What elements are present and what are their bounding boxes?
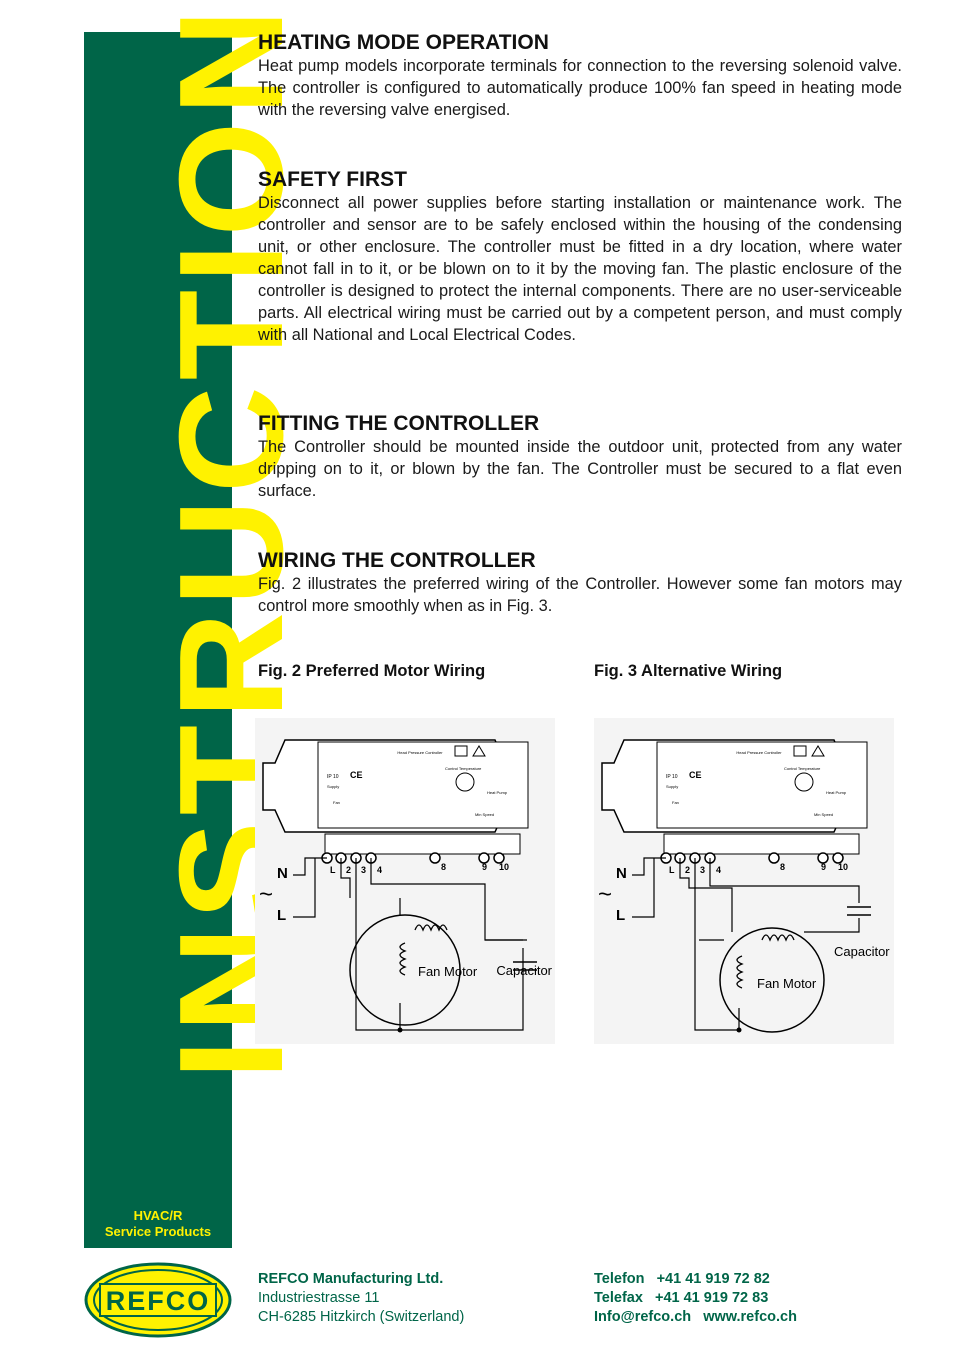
section-heating: HEATING MODE OPERATION Heat pump models … — [258, 31, 902, 121]
tagline-line-2: Service Products — [104, 1224, 212, 1239]
footer-address: REFCO Manufacturing Ltd. Industriestrass… — [258, 1270, 464, 1327]
capacitor-icon — [847, 906, 871, 916]
terminal-9: 9 — [821, 862, 826, 872]
terminal-L: L — [330, 865, 336, 875]
device-heat: Heat Pump — [826, 790, 847, 795]
terminal-3: 3 — [700, 865, 705, 875]
terminal-3: 3 — [361, 865, 366, 875]
device-supply: Supply — [666, 784, 678, 789]
terminal-2: 2 — [685, 865, 690, 875]
body-fitting: The Controller should be mounted inside … — [258, 438, 902, 500]
logo-text: REFCO — [106, 1286, 211, 1316]
device-fan: Fan — [333, 800, 340, 805]
terminal-2: 2 — [346, 865, 351, 875]
terminal-8: 8 — [441, 862, 446, 872]
fig2-wiring-diagram: Head Pressure Controller IP 10 CE Contro… — [255, 718, 555, 1044]
city: CH-6285 Hitzkirch (Switzerland) — [258, 1309, 465, 1325]
terminal-10: 10 — [499, 862, 509, 872]
device-temp: Control Temperature — [445, 766, 482, 771]
wires — [632, 857, 860, 1031]
fax: Telefax +41 41 919 72 83 — [594, 1290, 769, 1306]
terminal-L: L — [669, 865, 675, 875]
company-name: REFCO Manufacturing Ltd. — [258, 1271, 444, 1287]
terminal-4: 4 — [377, 865, 382, 875]
device-title: Head Pressure Controller — [397, 750, 443, 755]
device-ip: IP 10 — [327, 774, 339, 780]
footer-contact: Telefon +41 41 919 72 82 Telefax +41 41 … — [594, 1270, 797, 1327]
heading-heating: HEATING MODE OPERATION — [258, 31, 549, 54]
section-safety: SAFETY FIRST Disconnect all power suppli… — [258, 168, 902, 346]
tagline: HVAC/R Service Products — [84, 1208, 232, 1240]
capacitor-label: Capacitor — [496, 963, 552, 978]
neutral-label: N — [277, 865, 288, 882]
fig2-caption: Fig. 2 Preferred Motor Wiring — [258, 662, 486, 680]
manual-icon — [793, 745, 807, 757]
fig3-caption: Fig. 3 Alternative Wiring — [594, 662, 783, 680]
device-ip: IP 10 — [666, 774, 678, 780]
warning-icon — [811, 745, 825, 757]
fig3-wiring-diagram: Head Pressure Controller IP 10 CE Contro… — [594, 718, 894, 1044]
live-label: L — [616, 907, 625, 924]
device-min: Min Speed — [475, 812, 494, 817]
heading-wiring: WIRING THE CONTROLLER — [258, 549, 536, 572]
terminal-block — [663, 833, 860, 855]
capacitor-icon — [513, 961, 537, 971]
web-links[interactable]: Info@refco.ch www.refco.ch — [594, 1309, 797, 1325]
device-min: Min Speed — [814, 812, 833, 817]
terminal-9: 9 — [482, 862, 487, 872]
device-title: Head Pressure Controller — [736, 750, 782, 755]
terminal-10: 10 — [838, 862, 848, 872]
fan-motor-icon — [349, 914, 461, 1026]
warning-icon — [472, 745, 486, 757]
device-fan: Fan — [672, 800, 679, 805]
heading-safety: SAFETY FIRST — [258, 168, 407, 191]
temp-dial-icon — [794, 772, 814, 792]
controller-label-panel — [317, 741, 529, 829]
sidebar-band — [84, 32, 232, 1248]
device-heat: Heat Pump — [487, 790, 508, 795]
temp-dial-icon — [455, 772, 475, 792]
manual-icon — [454, 745, 468, 757]
street: Industriestrasse 11 — [258, 1290, 380, 1306]
ac-symbol: ~ — [259, 881, 273, 908]
tagline-line-1: HVAC/R — [133, 1208, 183, 1223]
terminal-4: 4 — [716, 865, 721, 875]
capacitor-label: Capacitor — [834, 944, 890, 959]
live-label: L — [277, 907, 286, 924]
device-ce: CE — [350, 770, 363, 780]
motor-label: Fan Motor — [418, 964, 478, 979]
controller-label-panel — [656, 741, 868, 829]
section-fitting: FITTING THE CONTROLLER The Controller sh… — [258, 412, 902, 502]
refco-logo: REFCO — [84, 1262, 232, 1338]
body-wiring: Fig. 2 illustrates the preferred wiring … — [258, 575, 902, 615]
motor-label: Fan Motor — [757, 976, 817, 991]
body-heating: Heat pump models incorporate terminals f… — [258, 57, 902, 119]
ac-symbol: ~ — [598, 881, 612, 908]
device-supply: Supply — [327, 784, 339, 789]
heading-fitting: FITTING THE CONTROLLER — [258, 412, 540, 435]
phone: Telefon +41 41 919 72 82 — [594, 1271, 770, 1287]
section-wiring: WIRING THE CONTROLLER Fig. 2 illustrates… — [258, 549, 902, 617]
device-temp: Control Temperature — [784, 766, 821, 771]
terminal-block — [324, 833, 521, 855]
body-safety: Disconnect all power supplies before sta… — [258, 194, 902, 344]
device-ce: CE — [689, 770, 702, 780]
neutral-label: N — [616, 865, 627, 882]
fan-motor-icon — [719, 927, 825, 1033]
terminal-8: 8 — [780, 862, 785, 872]
